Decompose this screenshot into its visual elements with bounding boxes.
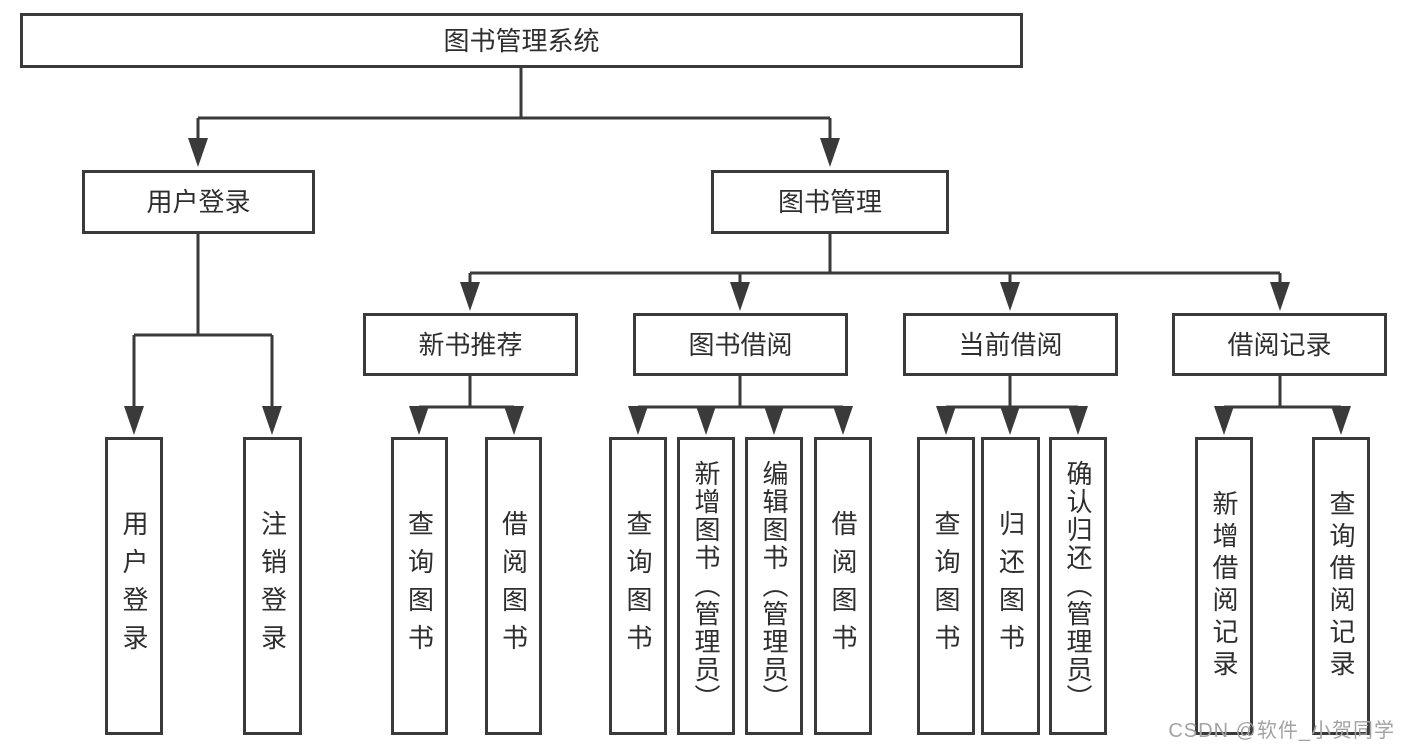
leaf-user-login: 用户登录: [105, 437, 163, 735]
leaf-edit-books-admin: 编辑图书（管理员）: [745, 437, 803, 735]
node-label: 编辑图书（管理员）: [759, 460, 789, 712]
node-label: 查询图书: [931, 510, 961, 662]
leaf-add-books-admin: 新增图书（管理员）: [677, 437, 735, 735]
leaf-query-borrow-record: 查询借阅记录: [1312, 437, 1370, 735]
node-label: 用户登录: [119, 510, 149, 662]
leaf-borrowing-query-books: 查询图书: [609, 437, 667, 735]
node-label: 注销登录: [257, 510, 288, 662]
leaf-current-query-books: 查询图书: [917, 437, 975, 735]
leaf-recommend-borrow-books: 借阅图书: [485, 437, 542, 735]
node-label: 新增图书（管理员）: [691, 460, 721, 712]
leaf-logout: 注销登录: [243, 437, 302, 735]
node-label: 新增借阅记录: [1209, 490, 1239, 682]
node-borrowing-records: 借阅记录: [1172, 313, 1387, 376]
leaf-recommend-query-books: 查询图书: [391, 437, 448, 735]
node-label: 查询图书: [623, 510, 653, 662]
leaf-return-books: 归还图书: [981, 437, 1040, 735]
node-user-login: 用户登录: [82, 170, 315, 234]
node-label: 归还图书: [995, 510, 1026, 662]
arrowheads: [124, 138, 1351, 435]
node-label: 借阅图书: [828, 510, 858, 662]
node-label: 用户登录: [146, 187, 251, 217]
node-book-borrowing: 图书借阅: [633, 313, 848, 376]
node-label: 图书借阅: [688, 329, 793, 360]
node-label: 借阅图书: [498, 510, 529, 662]
leaf-add-borrow-record: 新增借阅记录: [1195, 437, 1253, 735]
node-label: 新书推荐: [418, 329, 523, 360]
leaf-confirm-return-admin: 确认归还（管理员）: [1049, 437, 1107, 735]
node-label: 图书管理系统: [443, 25, 600, 56]
node-label: 当前借阅: [958, 329, 1063, 360]
node-new-book-recommendation: 新书推荐: [363, 313, 578, 376]
watermark: CSDN @软件_小贺同学: [1168, 720, 1395, 742]
node-label: 查询图书: [404, 510, 435, 662]
node-label: 借阅记录: [1227, 329, 1332, 360]
node-label: 确认归还（管理员）: [1063, 460, 1093, 712]
node-library-system: 图书管理系统: [20, 13, 1023, 68]
node-label: 查询借阅记录: [1326, 490, 1356, 682]
node-label: 图书管理: [777, 187, 882, 217]
node-current-borrowing: 当前借阅: [903, 313, 1118, 376]
leaf-borrow-books: 借阅图书: [814, 437, 872, 735]
node-book-management: 图书管理: [711, 170, 949, 234]
